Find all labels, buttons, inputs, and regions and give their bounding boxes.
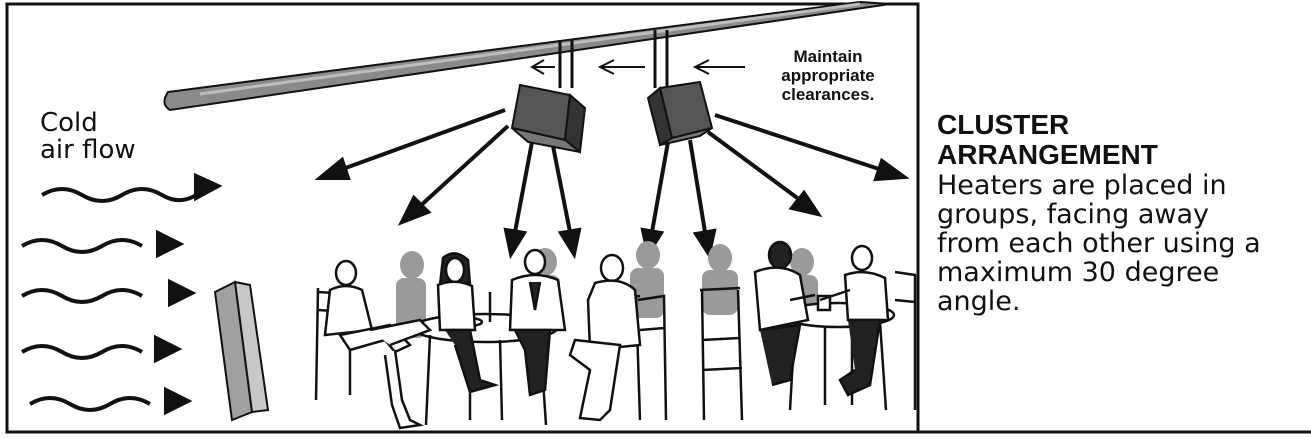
person-3 bbox=[510, 250, 565, 395]
cold-air-arrows bbox=[22, 176, 218, 412]
heater-right-icon bbox=[648, 82, 712, 145]
clearance-label-text: Maintain appropriate clearances. bbox=[748, 47, 908, 104]
clearance-label: Maintain appropriate clearances. bbox=[748, 47, 908, 104]
wall-panel bbox=[215, 282, 268, 420]
description-panel: CLUSTER ARRANGEMENT Heaters are placed i… bbox=[937, 110, 1309, 316]
cold-air-label-text: Cold air flow bbox=[40, 110, 136, 164]
panel-description: Heaters are placed in groups, facing awa… bbox=[937, 171, 1309, 316]
clearance-arrows bbox=[532, 60, 745, 74]
person-4 bbox=[570, 255, 640, 420]
heater-left-icon bbox=[512, 85, 585, 152]
cold-air-label: Cold air flow bbox=[40, 110, 136, 164]
panel-title: CLUSTER ARRANGEMENT bbox=[937, 110, 1309, 170]
